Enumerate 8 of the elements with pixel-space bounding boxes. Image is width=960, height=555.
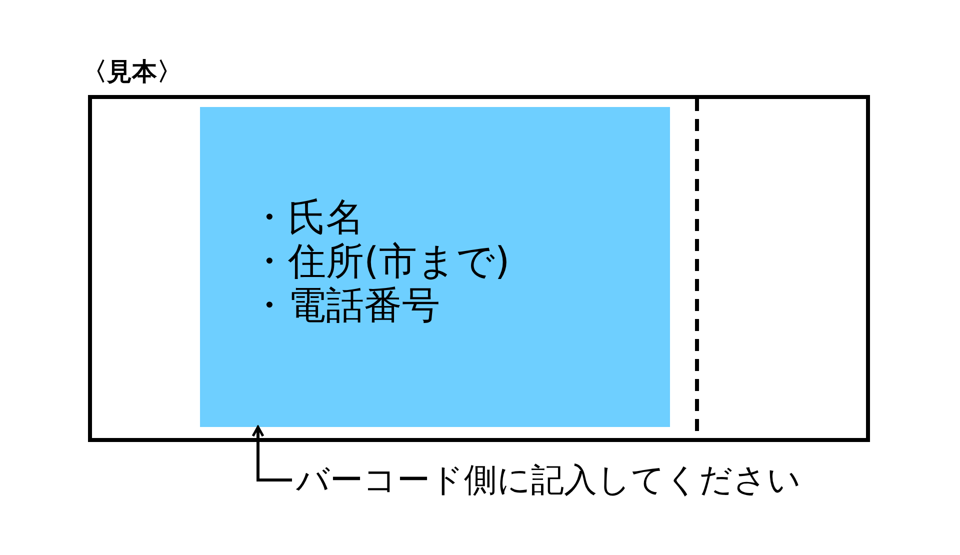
sample-heading: 〈見本〉 (82, 56, 182, 88)
ticket-outline (88, 95, 870, 442)
list-item: ・氏名 (250, 195, 365, 239)
list-item: ・電話番号 (250, 283, 441, 327)
leader-arrow (252, 426, 292, 482)
instruction-text: バーコード側に記入してください (296, 458, 801, 503)
fill-in-area (200, 107, 670, 427)
list-item: ・住所(市まで) (250, 239, 510, 283)
